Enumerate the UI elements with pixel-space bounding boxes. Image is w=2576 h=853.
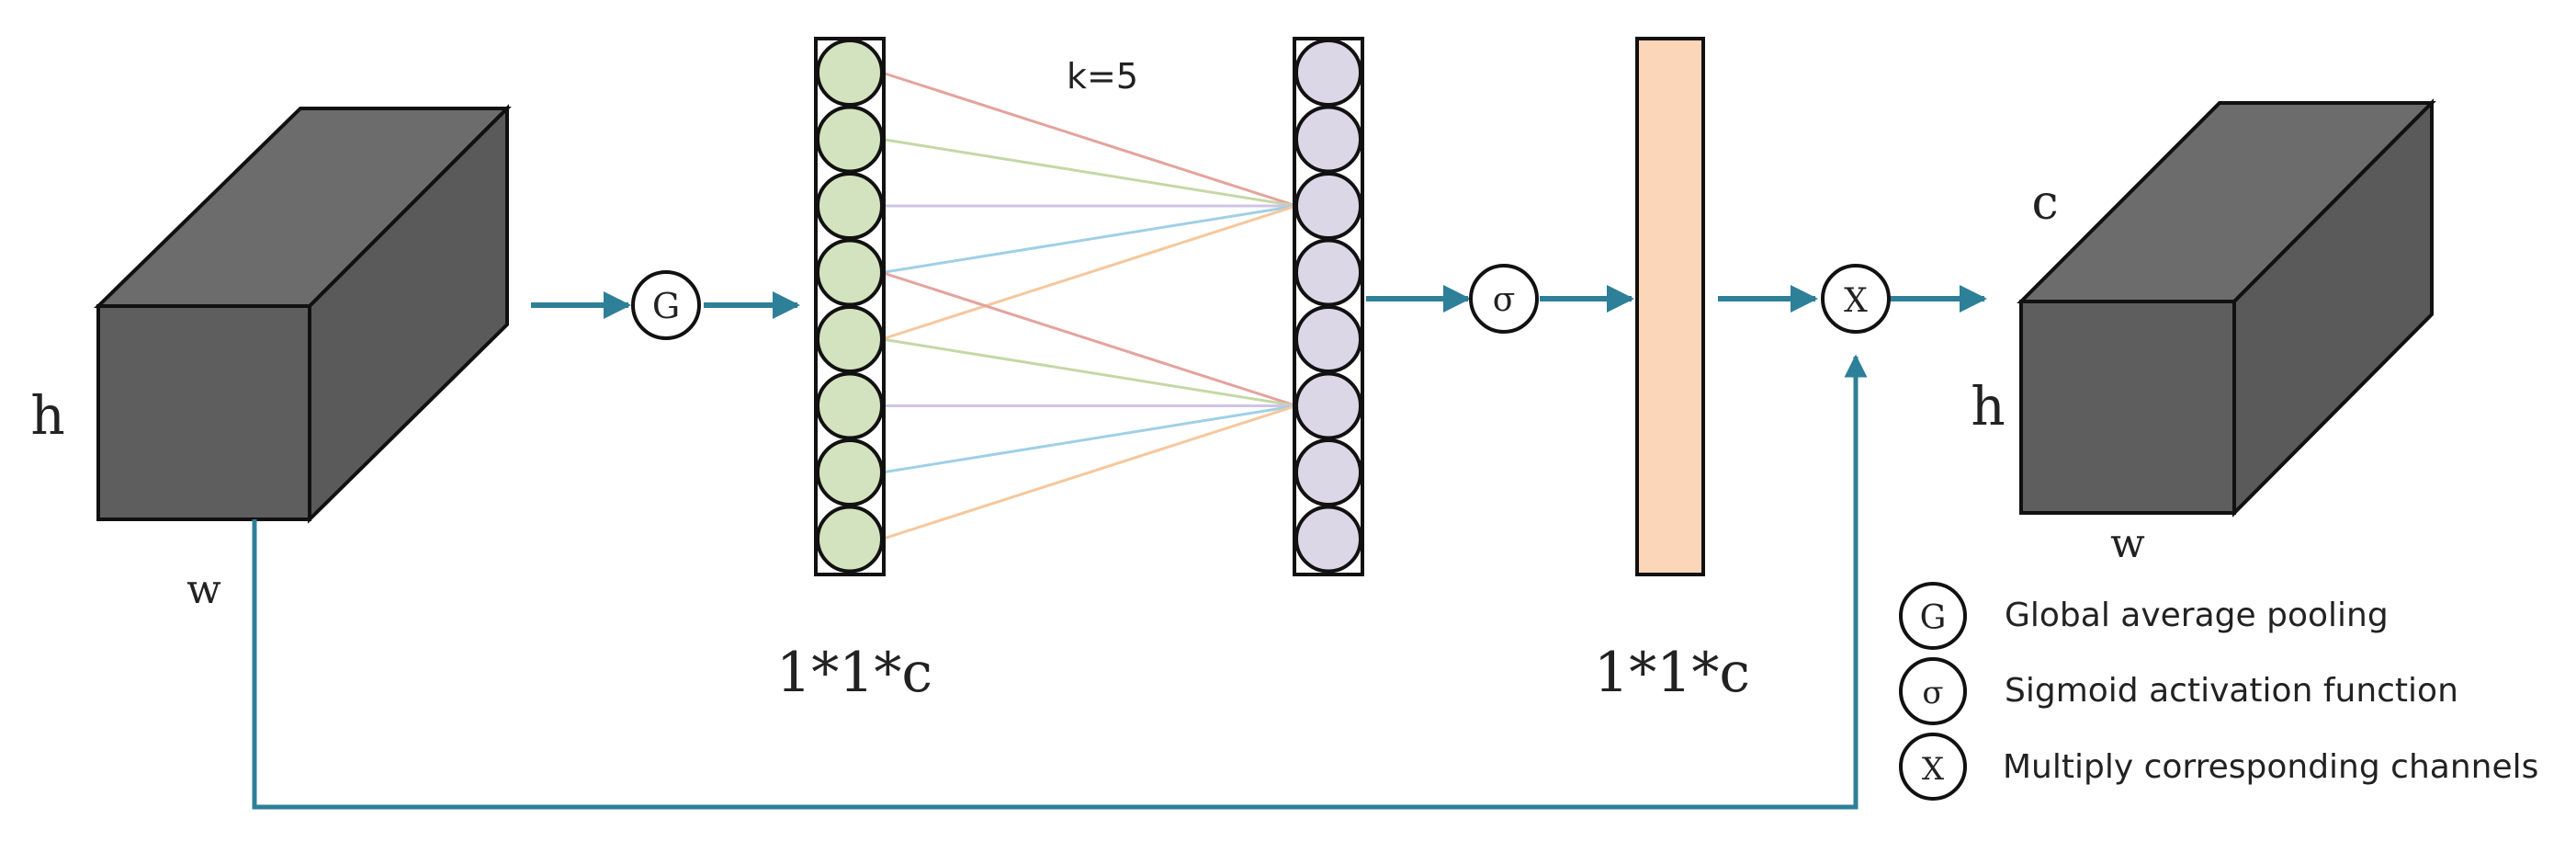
conv-connections	[881, 71, 1297, 540]
output-width-label: w	[2110, 520, 2145, 567]
conv-output-node	[1294, 438, 1362, 506]
legend-symbol: G	[1920, 599, 1947, 637]
multiply-operator-symbol: X	[1844, 282, 1868, 320]
output-channel-label: c	[2031, 176, 2058, 231]
legend-text: Sigmoid activation function	[2005, 672, 2458, 710]
conv-output-node	[1294, 105, 1362, 174]
pooled-vector-node	[816, 438, 884, 506]
legend-item-multiply: X Multiply corresponding channels	[1899, 733, 2538, 801]
skip-connection	[252, 354, 1868, 810]
gap-operator: G	[631, 270, 701, 340]
right-vector-dim-label: 1*1*c	[1594, 641, 1750, 705]
pooled-vector-node	[816, 39, 884, 107]
conv-output-vector	[1293, 37, 1364, 576]
pooled-vector-node	[816, 305, 884, 373]
pooled-vector-node	[816, 238, 884, 307]
legend-symbol: X	[1922, 751, 1945, 788]
multiply-operator: X	[1821, 264, 1891, 334]
legend-item-gap: G Global average pooling	[1899, 582, 2389, 650]
conv-output-node	[1294, 39, 1362, 107]
input-height-label: h	[30, 384, 64, 447]
input-width-label: w	[186, 566, 221, 613]
conv-output-node	[1294, 305, 1362, 373]
conv-output-node	[1294, 238, 1362, 307]
input-cube-front	[96, 304, 311, 521]
left-vector-dim-label: 1*1*c	[776, 641, 932, 705]
conv-connection-line	[881, 271, 1297, 407]
conv-connection-line	[881, 204, 1297, 274]
conv-connection-line	[881, 337, 1297, 407]
kernel-size-label: k=5	[1067, 56, 1138, 97]
output-feature-block	[2017, 98, 2436, 517]
input-feature-block	[94, 104, 512, 524]
conv-connection-line	[881, 204, 1297, 341]
conv-connection-line	[881, 71, 1297, 208]
pooled-vector-node	[816, 505, 884, 574]
conv-connection-line	[881, 404, 1297, 540]
conv-output-node	[1294, 172, 1362, 240]
output-height-label: h	[1971, 375, 2005, 438]
conv-output-node	[1294, 505, 1362, 574]
sigmoid-operator-symbol: σ	[1493, 281, 1516, 319]
sigmoid-operator: σ	[1469, 264, 1539, 334]
conv-connection-line	[881, 138, 1297, 208]
legend: G Global average pooling σ Sigmoid activ…	[1899, 582, 2538, 801]
flow-arrows	[252, 285, 1987, 810]
legend-text: Multiply corresponding channels	[2003, 748, 2538, 786]
conv-connection-line	[881, 404, 1297, 474]
legend-symbol: σ	[1922, 675, 1943, 711]
conv-output-node	[1294, 371, 1362, 440]
legend-item-sigmoid: σ Sigmoid activation function	[1899, 657, 2458, 725]
legend-text: Global average pooling	[2005, 597, 2389, 634]
pooled-vector-node	[816, 172, 884, 240]
pooled-vector	[814, 37, 886, 576]
gap-operator-symbol: G	[652, 286, 680, 326]
output-cube-front	[2019, 300, 2236, 515]
attention-weights-bar	[1635, 37, 1705, 576]
pooled-vector-node	[816, 371, 884, 440]
pooled-vector-node	[816, 105, 884, 174]
